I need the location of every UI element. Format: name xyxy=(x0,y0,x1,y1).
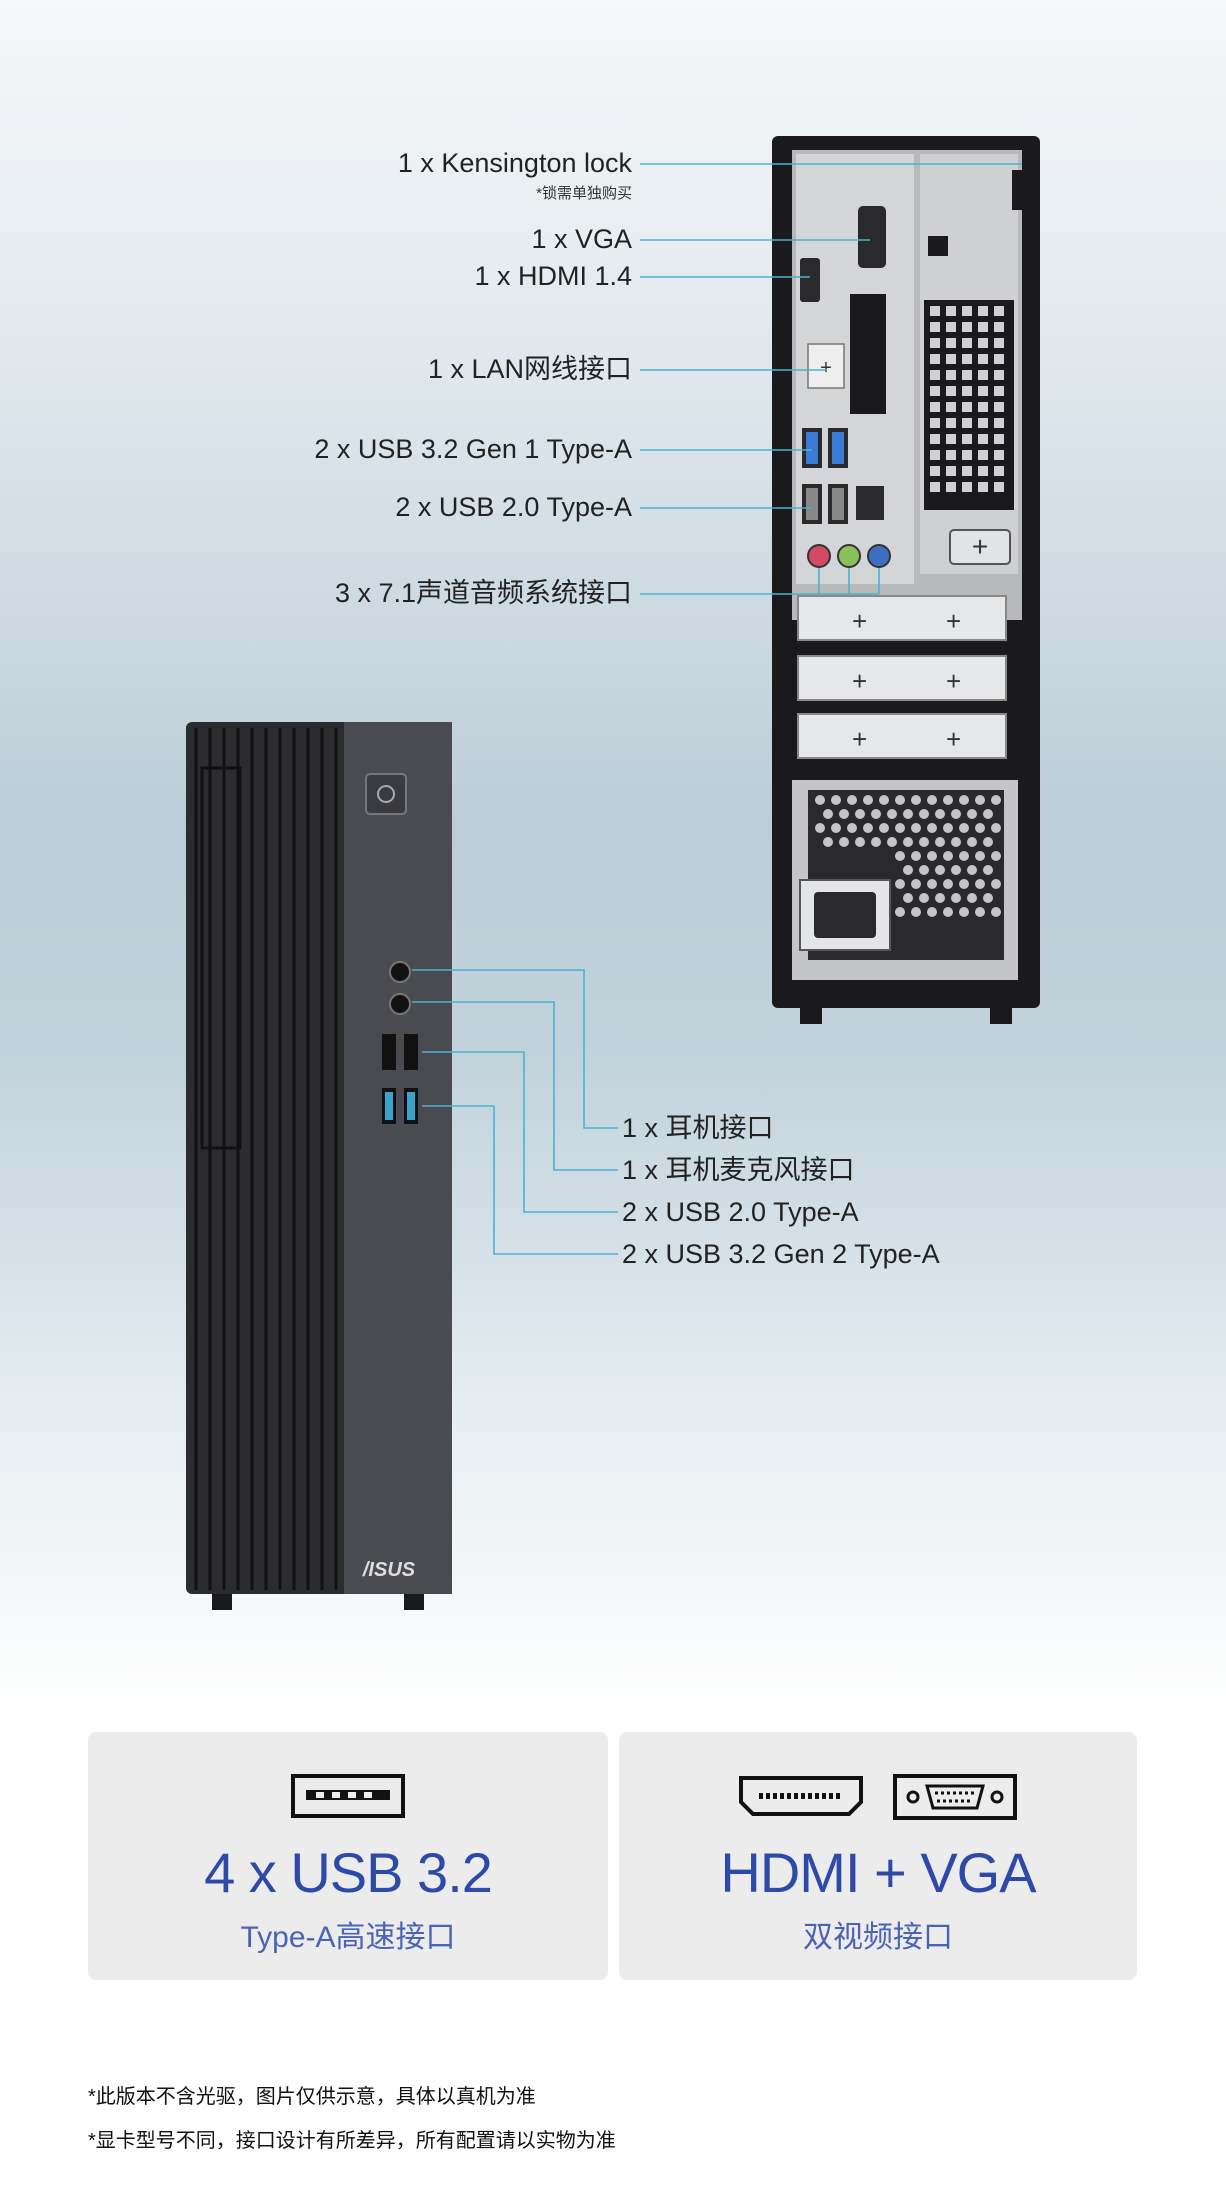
footnote-1: *此版本不含光驱，图片仅供示意，具体以真机为准 xyxy=(88,2086,536,2108)
svg-text:+: + xyxy=(946,666,961,696)
rear-chassis: + + + + + + + + xyxy=(772,136,1040,1024)
card-usb-subtitle: Type-A高速接口 xyxy=(240,1921,456,1954)
power-button xyxy=(365,773,407,815)
rear-leader-lines xyxy=(640,163,1022,595)
svg-text:+: + xyxy=(946,724,961,754)
label-rear-vga: 1 x VGA xyxy=(531,224,632,254)
svg-text:+: + xyxy=(946,606,961,636)
card-display-subtitle: 双视频接口 xyxy=(803,1921,953,1954)
label-front-headphone: 1 x 耳机接口 xyxy=(622,1113,774,1143)
label-rear-usb20: 2 x USB 2.0 Type-A xyxy=(395,492,632,522)
card-display-title: HDMI + VGA xyxy=(720,1841,1036,1904)
front-chassis xyxy=(186,722,452,1610)
label-rear-hdmi: 1 x HDMI 1.4 xyxy=(474,261,632,291)
svg-text:+: + xyxy=(820,357,832,379)
rear-hdmi-port xyxy=(800,258,820,302)
label-front-mic: 1 x 耳机麦克风接口 xyxy=(622,1155,855,1185)
rear-lan-port xyxy=(856,486,884,520)
card-display: HDMI + VGA 双视频接口 xyxy=(619,1732,1137,1980)
pc-illustration: + + + + + + + + xyxy=(186,136,1040,1610)
label-rear-usb32: 2 x USB 3.2 Gen 1 Type-A xyxy=(314,434,632,464)
front-leader-lines xyxy=(412,969,618,1255)
svg-text:+: + xyxy=(852,724,867,754)
asus-logo: /ISUS xyxy=(362,1559,416,1581)
label-rear-audio: 3 x 7.1声道音频系统接口 xyxy=(334,578,632,608)
card-usb: 4 x USB 3.2 Type-A高速接口 xyxy=(88,1732,608,1980)
vga-port-icon xyxy=(893,1774,1017,1820)
card-usb-title: 4 x USB 3.2 xyxy=(204,1841,493,1904)
svg-text:+: + xyxy=(852,666,867,696)
label-kensington: 1 x Kensington lock xyxy=(397,148,632,178)
footnote-2: *显卡型号不同，接口设计有所差异，所有配置请以实物为准 xyxy=(88,2130,616,2152)
note-kensington: *锁需单独购买 xyxy=(536,185,632,202)
rear-vga-port xyxy=(858,206,886,268)
label-front-usb32: 2 x USB 3.2 Gen 2 Type-A xyxy=(622,1239,940,1269)
svg-text:+: + xyxy=(852,606,867,636)
label-front-usb20: 2 x USB 2.0 Type-A xyxy=(622,1197,859,1227)
label-rear-lan: 1 x LAN网线接口 xyxy=(427,354,632,384)
hdmi-port-icon xyxy=(739,1776,863,1816)
svg-text:+: + xyxy=(972,531,988,562)
usb-port-icon xyxy=(88,1768,608,1828)
